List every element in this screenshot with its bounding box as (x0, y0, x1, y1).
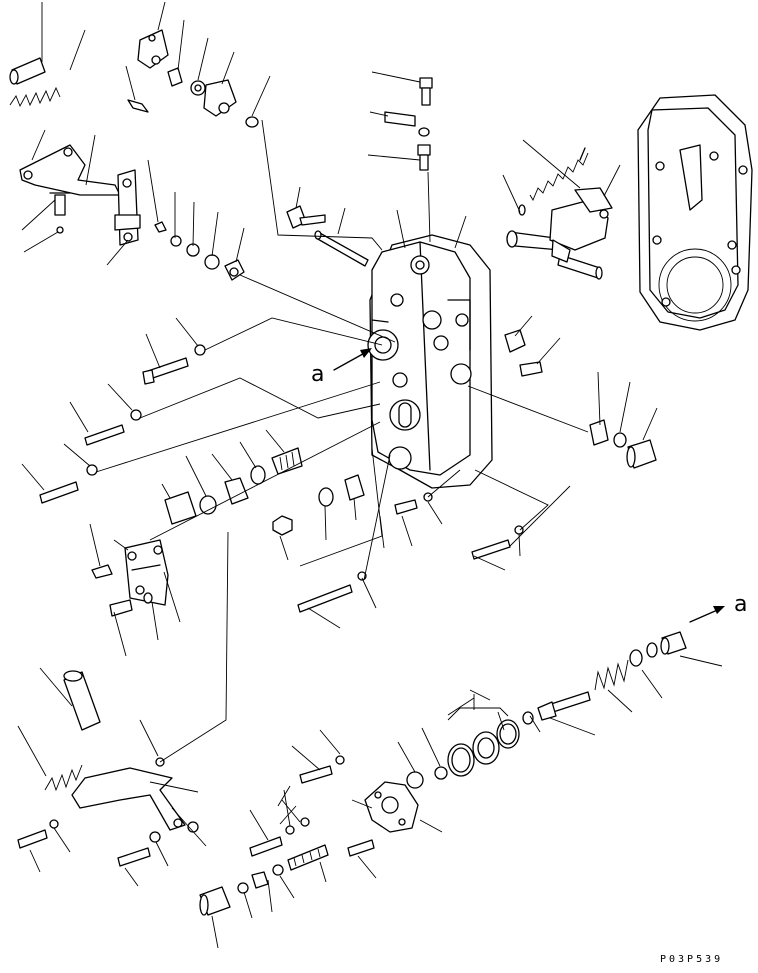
plug-and-seal-set (164, 447, 303, 525)
gear-case-cover (637, 94, 753, 331)
small-hardware-column (154, 221, 245, 281)
bottom-fitting-set (199, 864, 284, 916)
housing-right-fasteners (504, 329, 657, 469)
housing-top-fasteners (286, 77, 433, 267)
left-bolts (39, 344, 206, 504)
center-small-parts (272, 474, 524, 613)
governor-lever-assembly (19, 144, 141, 246)
view-label-a-left: a (311, 362, 324, 387)
lever-shaft-assembly (506, 147, 613, 280)
assembly-lines (95, 119, 589, 809)
upper-link-and-spring (9, 29, 259, 128)
view-arrow-left (333, 348, 372, 371)
leader-lines (17, 1, 723, 949)
drawing-code: P03P539 (660, 954, 723, 965)
lower-left-lever (17, 670, 199, 867)
lower-governor-assembly (249, 631, 687, 871)
view-label-a-right: a (734, 592, 747, 617)
side-cover-plate (91, 539, 169, 617)
view-arrow-right (689, 606, 725, 623)
governor-housing (367, 234, 493, 489)
